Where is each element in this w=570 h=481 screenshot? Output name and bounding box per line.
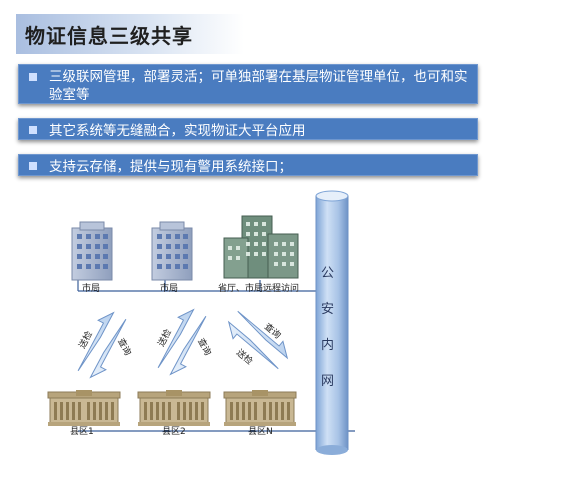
cylinder-label-char: 网 [321, 374, 335, 389]
bullet-square-icon [29, 126, 37, 134]
bullet-square-icon [29, 73, 37, 81]
bullet-text: 支持云存储，提供与现有警用系统接口； [49, 159, 292, 175]
bullet-square-icon [29, 162, 37, 170]
connection-lines [77, 280, 355, 432]
bullet-text: 其它系统等无缝融合，实现物证大平台应用 [49, 123, 306, 139]
government-building-icon [137, 390, 211, 426]
node-label: 县区N [248, 427, 273, 437]
bullet-item: 其它系统等无缝融合，实现物证大平台应用 [18, 118, 478, 140]
node-label: 省厅、市局远程访问 [218, 284, 300, 294]
cylinder-label-char: 安 [321, 302, 335, 317]
bullet-item: 支持云存储，提供与现有警用系统接口； [18, 154, 478, 176]
node-label: 县区1 [70, 427, 94, 437]
cylinder-label-char: 公 [321, 266, 335, 281]
node-label: 市局 [160, 284, 179, 294]
intranet-cylinder [315, 190, 349, 455]
cylinder-label-char: 内 [321, 338, 335, 353]
building-icon [151, 221, 193, 281]
node-label: 市局 [82, 284, 101, 294]
bullet-text: 三级联网管理，部署灵活；可单独部署在基层物证管理单位，也可和实验室等 [49, 69, 468, 103]
node-label: 县区2 [162, 427, 186, 437]
bullet-item: 三级联网管理，部署灵活；可单独部署在基层物证管理单位，也可和实验室等 [18, 64, 478, 104]
page-title: 物证信息三级共享 [25, 24, 193, 48]
government-building-icon [223, 390, 297, 426]
building-icon [71, 221, 113, 281]
title-banner [16, 14, 244, 54]
government-building-icon [47, 390, 121, 426]
building-cluster-icon [223, 215, 299, 279]
bidirectional-arrow-icon [227, 310, 289, 370]
bidirectional-arrow-icon [77, 311, 127, 379]
bidirectional-arrow-icon [157, 308, 207, 376]
